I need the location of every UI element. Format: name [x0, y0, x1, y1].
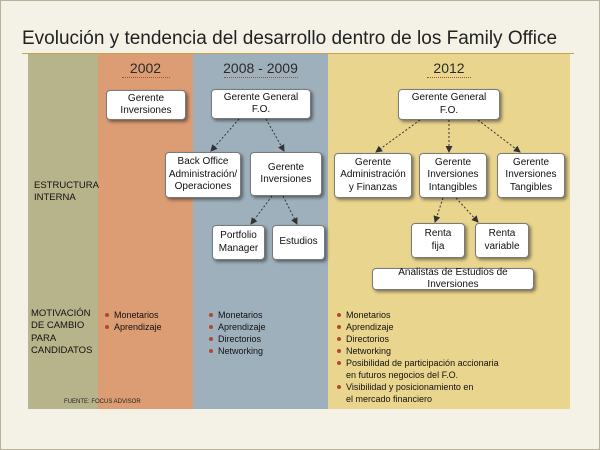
motivation-item: Directorios [337, 333, 499, 345]
box-2008-gerente-inversiones: Gerente Inversiones [250, 152, 322, 196]
label-motivacion: MOTIVACIÓN DE CAMBIO PARA CANDIDATOS [31, 308, 93, 357]
motivation-text: Posibilidad de participación accionaria … [346, 358, 499, 380]
motivation-item: Monetarios [209, 309, 266, 321]
box-text: Back Office Administración/ Operaciones [168, 156, 238, 193]
source-note: FUENTE: FOCUS ADVISOR [64, 399, 141, 405]
box-text: Estudios [279, 236, 318, 248]
arrow-gg2012-to-tangibles [477, 119, 521, 153]
motivation-text: Aprendizaje [346, 322, 394, 332]
motivation-text: Directorios [346, 334, 390, 344]
arrow-gg2008-to-backoffice [210, 118, 240, 152]
arrow-gg2008-to-inversiones [265, 118, 285, 152]
bullet-dot [337, 361, 341, 365]
motivation-item: Networking [337, 345, 499, 357]
label-estructura-interna: ESTRUCTURA INTERNA [34, 180, 99, 204]
motivations-2002: Monetarios Aprendizaje [105, 309, 162, 333]
box-2012-renta-variable: Renta variable [475, 223, 529, 258]
motivation-item: Monetarios [337, 309, 499, 321]
bullet-dot [209, 325, 213, 329]
year-2008-2009: 2008 - 2009 [223, 60, 298, 76]
motivation-text: Monetarios [114, 310, 159, 320]
bullet-dot [337, 325, 341, 329]
arrow-inv2008-to-estudios [282, 195, 298, 225]
box-2002-gerente-inversiones: Gerente Inversiones [106, 90, 186, 120]
motivation-text: Monetarios [346, 310, 391, 320]
motivation-item: Aprendizaje [105, 321, 162, 333]
arrow-inv2008-to-portfolio [250, 195, 273, 225]
arrow-gg2012-to-admin [375, 119, 421, 153]
motivations-2012: Monetarios Aprendizaje Directorios Netwo… [337, 309, 499, 405]
bullet-dot [105, 313, 109, 317]
motivation-text: Directorios [218, 334, 262, 344]
box-2012-gerente-tangibles: Gerente Inversiones Tangibles [497, 153, 565, 198]
box-2012-gerente-intangibles: Gerente Inversiones Intangibles [419, 153, 487, 198]
box-text: Gerente General F.O. [411, 92, 487, 116]
motivation-text: Networking [346, 346, 392, 356]
title-underline [22, 53, 574, 54]
bullet-dot [209, 313, 213, 317]
box-text: Renta fija [424, 228, 452, 252]
box-text: Gerente Administración y Finanzas [340, 156, 406, 193]
motivations-2008: Monetarios Aprendizaje Directorios Netwo… [209, 309, 266, 357]
motivation-text: Aprendizaje [114, 322, 162, 332]
box-2012-gerente-general: Gerente General F.O. [398, 89, 500, 120]
year-2012: 2012 [433, 60, 465, 76]
box-2012-gerente-admin: Gerente Administración y Finanzas [334, 153, 412, 198]
motivation-item: Monetarios [105, 309, 162, 321]
motivation-item: Aprendizaje [337, 321, 499, 333]
box-text: Portfolio Manager [218, 230, 259, 254]
motivation-text: Aprendizaje [218, 322, 266, 332]
diagram-title: Evolución y tendencia del desarrollo den… [22, 28, 558, 49]
motivation-text: Visibilidad y posicionamiento en el merc… [346, 382, 474, 404]
bullet-dot [105, 325, 109, 329]
box-2008-estudios: Estudios [272, 225, 325, 260]
year-2002: 2002 [129, 60, 162, 76]
bullet-dot [337, 337, 341, 341]
bullet-dot [337, 313, 341, 317]
year-2002-dotline [122, 77, 170, 78]
bullet-dot [209, 349, 213, 353]
motivation-item: Directorios [209, 333, 266, 345]
box-2012-analistas: Analistas de Estudios de Inversiones [372, 266, 534, 291]
box-text: Gerente Inversiones Tangibles [505, 156, 557, 193]
label-column [28, 54, 98, 409]
motivation-item: Networking [209, 345, 266, 357]
box-text: Gerente Inversiones Intangibles [427, 156, 479, 193]
motivation-item: Posibilidad de participación accionaria … [337, 357, 499, 381]
box-2008-gerente-general: Gerente General F.O. [211, 89, 311, 119]
box-2012-renta-fija: Renta fija [411, 223, 465, 258]
motivation-text: Monetarios [218, 310, 263, 320]
arrow-intangibles-to-rentavariable [455, 197, 479, 223]
box-text: Renta variable [484, 228, 520, 252]
bullet-dot [337, 385, 341, 389]
box-2008-back-office: Back Office Administración/ Operaciones [165, 152, 241, 198]
box-text: Gerente Inversiones [260, 161, 312, 186]
bullet-dot [337, 349, 341, 353]
box-2008-portfolio-manager: Portfolio Manager [212, 225, 265, 260]
box-text: Gerente Inversiones [120, 92, 172, 117]
box-text: Analistas de Estudios de Inversiones [398, 266, 508, 291]
arrow-intangibles-to-rentafija [433, 197, 444, 223]
year-2012-dotline [427, 77, 471, 78]
motivation-item: Aprendizaje [209, 321, 266, 333]
motivation-item: Visibilidad y posicionamiento en el merc… [337, 381, 499, 405]
bullet-dot [209, 337, 213, 341]
year-2008-dotline [224, 77, 298, 78]
box-text: Gerente General F.O. [223, 91, 299, 116]
motivation-text: Networking [218, 346, 264, 356]
